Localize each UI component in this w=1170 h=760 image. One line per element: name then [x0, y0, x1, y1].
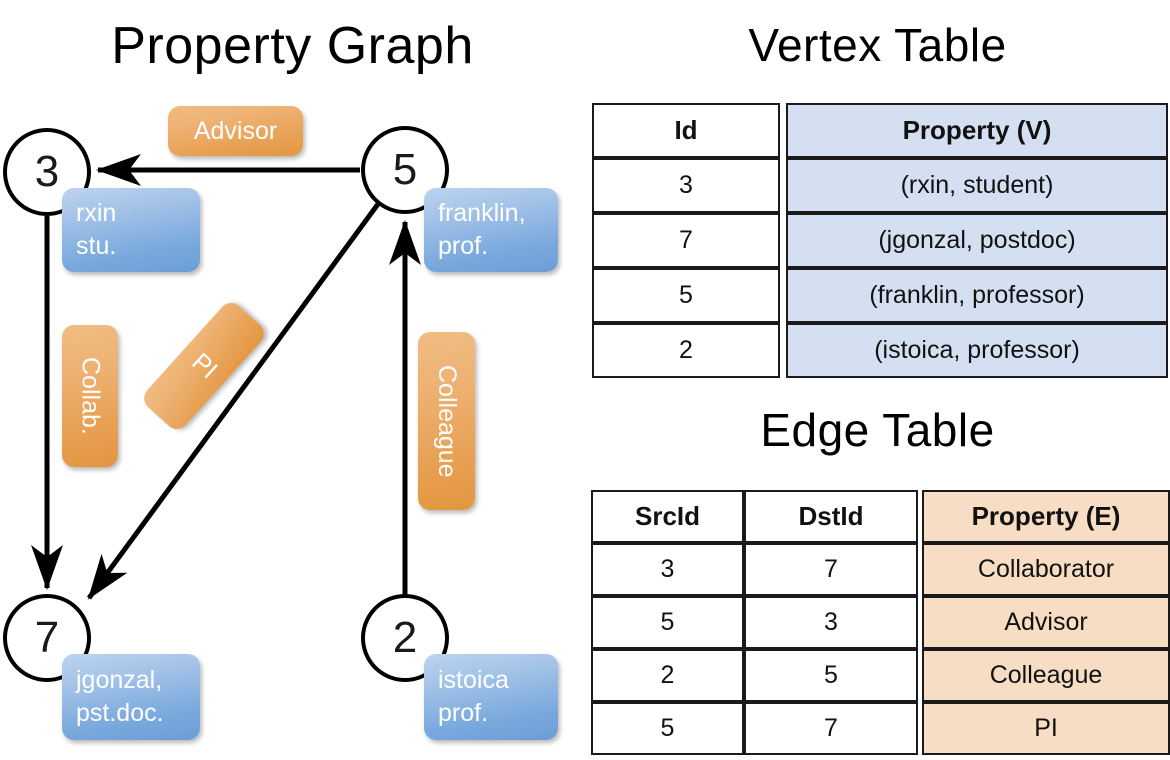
- page-title-edge-table: Edge Table: [760, 404, 995, 456]
- edge-cell-srcid: 3: [591, 543, 744, 596]
- page-title-vertex-table: Vertex Table: [748, 19, 1007, 71]
- edge-arrow-5-to-7: [86, 202, 381, 600]
- vertex-cell-id: 3: [592, 158, 780, 213]
- graph-node-5-label: 5: [392, 145, 418, 194]
- vertex-cell-id: 7: [592, 213, 780, 268]
- edge-cell-property: Colleague: [922, 649, 1170, 702]
- edge-table-column-gap: [918, 490, 922, 543]
- node-property-box-5[interactable]: franklin, prof.: [424, 188, 558, 272]
- edge-table-header-dstid: DstId: [744, 490, 918, 543]
- graph-node-7-label: 7: [34, 613, 60, 662]
- edge-label-colleague-text: Colleague: [433, 364, 461, 478]
- page-title-property-graph: Property Graph: [111, 17, 474, 75]
- graph-node-2[interactable]: 2: [361, 594, 449, 682]
- vertex-cell-id: 2: [592, 323, 780, 378]
- table-row[interactable]: 5 3 Advisor: [591, 596, 1170, 649]
- table-row[interactable]: 3 7 Collaborator: [591, 543, 1170, 596]
- edge-cell-dstid: 7: [744, 543, 918, 596]
- vertex-cell-property: (rxin, student): [786, 158, 1168, 213]
- edge-label-pi-text: PI: [186, 347, 223, 384]
- edge-cell-srcid: 5: [591, 702, 744, 755]
- vertex-table-column-gap: [780, 268, 786, 323]
- node-property-3-line2: stu.: [76, 232, 117, 260]
- vertex-table-column-gap: [780, 158, 786, 213]
- edge-cell-property: Collaborator: [922, 543, 1170, 596]
- edge-cell-dstid: 5: [744, 649, 918, 702]
- vertex-table-header-row: Id Property (V): [592, 103, 1168, 158]
- node-property-box-2[interactable]: istoica prof.: [424, 654, 558, 740]
- edge-cell-property: PI: [922, 702, 1170, 755]
- vertex-table-column-gap: [780, 213, 786, 268]
- edge-cell-property: Advisor: [922, 596, 1170, 649]
- table-row[interactable]: 5 7 PI: [591, 702, 1170, 755]
- edge-table-header-row: SrcId DstId Property (E): [591, 490, 1170, 543]
- edge-cell-srcid: 2: [591, 649, 744, 702]
- vertex-cell-property: (franklin, professor): [786, 268, 1168, 323]
- table-row[interactable]: 2 (istoica, professor): [592, 323, 1168, 378]
- edge-label-collab[interactable]: Collab.: [62, 325, 118, 467]
- edge-table-header-srcid: SrcId: [591, 490, 744, 543]
- table-row[interactable]: 3 (rxin, student): [592, 158, 1168, 213]
- vertex-cell-property: (jgonzal, postdoc): [786, 213, 1168, 268]
- vertex-table-header-property: Property (V): [786, 103, 1168, 158]
- edge-label-advisor[interactable]: Advisor: [168, 106, 303, 156]
- node-property-7-line2: pst.doc.: [76, 699, 164, 727]
- vertex-cell-property: (istoica, professor): [786, 323, 1168, 378]
- vertex-table-header-id: Id: [592, 103, 780, 158]
- edge-cell-dstid: 3: [744, 596, 918, 649]
- node-property-3-line1: rxin: [76, 199, 117, 227]
- edge-table-column-gap: [918, 543, 922, 596]
- node-property-5-line2: prof.: [438, 232, 489, 260]
- edge-label-colleague[interactable]: Colleague: [418, 332, 475, 510]
- edge-label-collab-text: Collab.: [76, 357, 105, 435]
- node-property-2-line1: istoica: [438, 666, 509, 694]
- node-property-box-3[interactable]: rxin stu.: [62, 188, 200, 272]
- table-row[interactable]: 2 5 Colleague: [591, 649, 1170, 702]
- node-property-box-7[interactable]: jgonzal, pst.doc.: [62, 654, 200, 740]
- vertex-table: Id Property (V) 3 (rxin, student) 7 (jgo…: [592, 103, 1168, 378]
- edge-table-column-gap: [918, 649, 922, 702]
- graph-node-2-label: 2: [392, 613, 418, 662]
- vertex-table-column-gap: [780, 323, 786, 378]
- edge-cell-srcid: 5: [591, 596, 744, 649]
- node-property-7-line1: jgonzal,: [76, 666, 163, 694]
- graph-node-5[interactable]: 5: [361, 126, 449, 214]
- edge-table-column-gap: [918, 596, 922, 649]
- edge-table: SrcId DstId Property (E) 3 7 Collaborato…: [591, 490, 1170, 755]
- edge-label-advisor-text: Advisor: [193, 116, 278, 145]
- graph-edges-layer: [31, 154, 421, 600]
- node-property-2-line2: prof.: [438, 699, 489, 727]
- vertex-table-column-gap: [780, 103, 786, 158]
- table-row[interactable]: 7 (jgonzal, postdoc): [592, 213, 1168, 268]
- vertex-cell-id: 5: [592, 268, 780, 323]
- edge-cell-dstid: 7: [744, 702, 918, 755]
- edge-table-header-property: Property (E): [922, 490, 1170, 543]
- node-property-5-line1: franklin,: [438, 199, 526, 227]
- table-row[interactable]: 5 (franklin, professor): [592, 268, 1168, 323]
- graph-node-3-label: 3: [34, 147, 60, 196]
- edge-table-column-gap: [918, 702, 922, 755]
